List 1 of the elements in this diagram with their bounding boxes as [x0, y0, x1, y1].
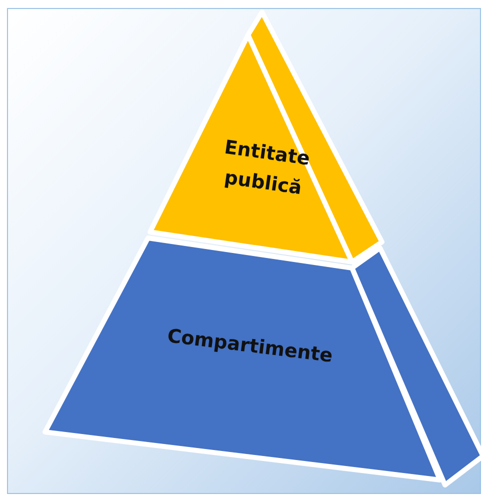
tier-label: Entitate publică	[222, 135, 312, 202]
